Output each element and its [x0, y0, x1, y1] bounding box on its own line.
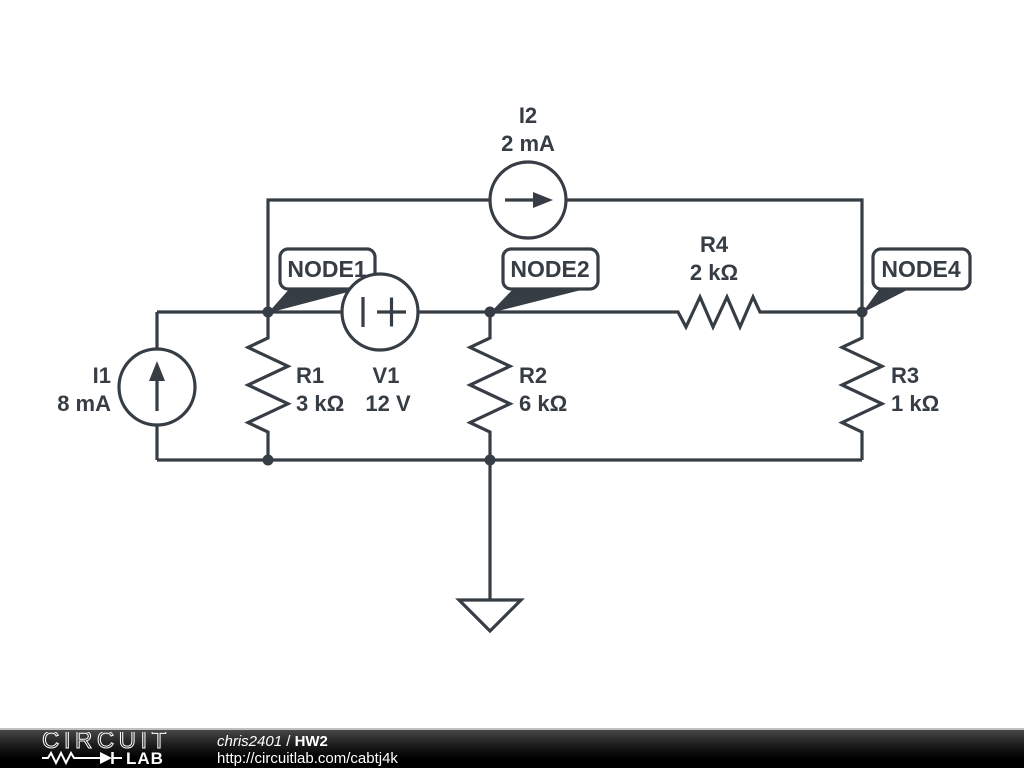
ground-icon: [455, 598, 525, 634]
node-dot: [262, 306, 274, 318]
footer-meta: chris2401 / HW2 http://circuitlab.com/ca…: [217, 733, 398, 767]
r4-value: 2 kΩ: [690, 260, 738, 285]
i1-name: I1: [93, 363, 111, 388]
wires: [155, 198, 886, 634]
footer-title-line: chris2401 / HW2: [217, 733, 398, 750]
node2-label: NODE2: [510, 256, 589, 282]
r1-name: R1: [296, 363, 324, 388]
resistor-r1: [244, 312, 292, 460]
logo-diode-icon: [100, 752, 112, 764]
node-dot: [262, 454, 274, 466]
resistor-r2: [466, 312, 514, 460]
node4-box: [871, 247, 972, 291]
resistor-r3: [838, 312, 886, 460]
node1-box: [278, 247, 377, 291]
r3-value: 1 kΩ: [891, 391, 939, 416]
node-dot: [484, 306, 496, 318]
r2-value: 6 kΩ: [519, 391, 567, 416]
current-source-i2: [488, 160, 568, 240]
node-dot: [484, 454, 496, 466]
node4-pointer: [862, 287, 913, 313]
node2-pointer: [490, 287, 593, 313]
node1-label: NODE1: [287, 256, 366, 282]
r3-name: R3: [891, 363, 919, 388]
junction-dots: [262, 306, 868, 466]
i2-name: I2: [519, 103, 537, 128]
v1-name: V1: [373, 363, 400, 388]
current-source-i1: [117, 347, 197, 427]
i1-value: 8 mA: [57, 391, 111, 416]
voltage-source-v1: [340, 272, 420, 352]
component-labels: I2 2 mA I1 8 mA R1 3 kΩ V1 12 V R2 6 kΩ …: [57, 103, 939, 416]
logo-circuit-text: CIRCUIT: [42, 732, 171, 754]
wire-main: [157, 293, 862, 332]
i2-arrow-head: [533, 192, 553, 208]
footer-bar: CIRCUIT LAB chris2401 / HW2 http://circu…: [0, 727, 1024, 768]
node2-box: [501, 247, 600, 291]
footer-title: HW2: [294, 733, 328, 750]
node-labels: NODE1 NODE2 NODE4: [268, 247, 972, 313]
node-dot: [856, 306, 868, 318]
node4-label: NODE4: [881, 256, 960, 282]
circuitlab-logo: CIRCUIT LAB: [42, 727, 202, 768]
footer-url: http://circuitlab.com/cabtj4k: [217, 750, 398, 767]
v1-value: 12 V: [365, 391, 411, 416]
footer-author: chris2401: [217, 733, 283, 750]
r1-value: 3 kΩ: [296, 391, 344, 416]
i1-arrow-head: [149, 361, 165, 381]
footer-separator: /: [286, 733, 291, 750]
i2-value: 2 mA: [501, 131, 555, 156]
logo-resistor-icon: [42, 750, 100, 766]
r2-name: R2: [519, 363, 547, 388]
node1-pointer: [268, 287, 367, 313]
circuitlab-logo-svg: CIRCUIT LAB: [42, 727, 171, 768]
logo-lab-text: LAB: [126, 749, 164, 766]
r4-name: R4: [700, 232, 729, 257]
